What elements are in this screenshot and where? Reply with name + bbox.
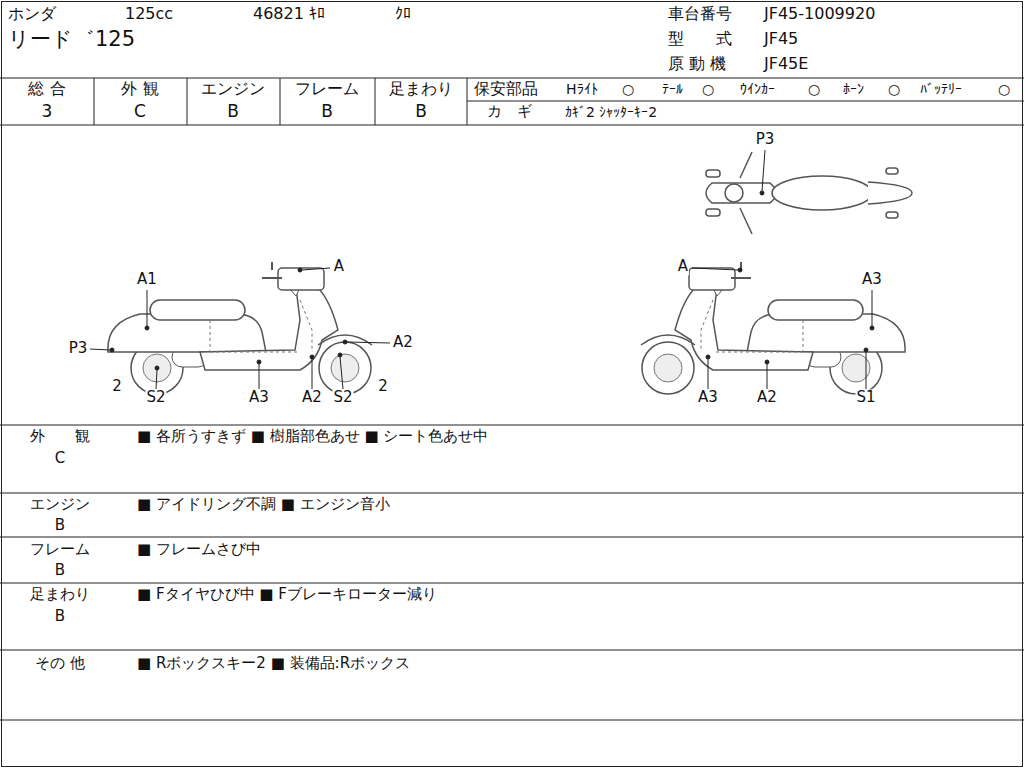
callout-code: A2 — [392, 334, 414, 351]
check-mark: ○ — [998, 81, 1010, 97]
scooter-right-view — [641, 262, 905, 394]
remark-text: ■ 各所うすきず ■ 樹脂部色あせ ■ シート色あせ中 — [137, 428, 488, 445]
grade-value: B — [55, 608, 65, 625]
callout-code: A3 — [248, 389, 270, 406]
key-info: ｶｷﾞ2 ｼｬｯﾀｰｷｰ2 — [565, 104, 657, 120]
field-label: 保安部品 — [474, 80, 538, 98]
leader-lines — [90, 150, 874, 389]
grade-value: C — [55, 450, 65, 467]
safety-part: ｳｲﾝｶｰ — [740, 81, 775, 97]
field-label: 原 動 機 — [668, 55, 726, 73]
section-heading: フレーム — [30, 541, 90, 558]
grade-value: B — [321, 102, 333, 122]
safety-part: Hﾗｲﾄ — [566, 81, 598, 97]
mileage: 46821 ｷﾛ — [253, 5, 325, 23]
grade-value: B — [227, 102, 239, 122]
model-name: リード゛125 — [8, 27, 135, 51]
callout-number: 2 — [111, 378, 123, 395]
check-mark: ○ — [622, 81, 634, 97]
frame-number: JF45-1009920 — [764, 5, 875, 23]
grade-value: 3 — [42, 102, 53, 122]
body-color: ｸﾛ — [395, 5, 411, 23]
section-heading: 外 観 — [30, 428, 90, 445]
callout-number: 2 — [377, 378, 389, 395]
grade-value: B — [415, 102, 427, 122]
safety-part: ﾎｰﾝ — [843, 81, 864, 97]
callout-code: P3 — [755, 131, 776, 148]
grade-value: B — [55, 562, 65, 579]
model-code: JF45 — [764, 30, 798, 48]
callout-code: A3 — [697, 389, 719, 406]
section-heading: 足まわり — [30, 586, 90, 603]
callout-code: S2 — [145, 389, 166, 406]
callout-code: A3 — [861, 271, 883, 288]
displacement: 125cc — [125, 5, 173, 23]
callout-code: A2 — [301, 389, 323, 406]
callout-code: P3 — [68, 340, 89, 357]
field-label: 車台番号 — [668, 5, 732, 23]
safety-part: ﾃｰﾙ — [662, 81, 683, 97]
grade-value: B — [55, 517, 65, 534]
grade-heading: 外 観 — [121, 80, 158, 98]
maker: ホンダ — [8, 5, 56, 23]
section-heading: エンジン — [30, 496, 90, 513]
grade-heading: 足まわり — [389, 80, 453, 98]
check-mark: ○ — [702, 81, 714, 97]
field-label: 型 式 — [668, 30, 732, 48]
scooter-top-view — [706, 152, 912, 234]
scooter-left-view — [108, 262, 372, 394]
grade-heading: エンジン — [201, 80, 265, 98]
remark-text: ■ フレームさび中 — [137, 541, 261, 558]
check-mark: ○ — [888, 81, 900, 97]
safety-part: ﾊﾞｯﾃﾘｰ — [920, 81, 962, 97]
grade-value: C — [134, 102, 146, 122]
callout-code: A — [677, 258, 689, 275]
remark-text: ■ アイドリング不調 ■ エンジン音小 — [137, 496, 390, 513]
check-mark: ○ — [808, 81, 820, 97]
remark-text: ■ Fタイヤひび中 ■ Fブレーキローター減り — [137, 586, 437, 603]
callout-code: S2 — [332, 389, 353, 406]
grade-heading: フレーム — [295, 80, 359, 98]
callout-code: A — [333, 258, 345, 275]
remark-text: ■ Rボックスキー2 ■ 装備品:Rボックス — [137, 655, 410, 672]
engine-code: JF45E — [764, 55, 808, 73]
grade-heading: 総 合 — [28, 80, 65, 98]
section-heading: その 他 — [35, 655, 85, 672]
field-label: カ ギ — [487, 103, 532, 120]
callout-code: S1 — [855, 389, 876, 406]
callout-code: A2 — [756, 389, 778, 406]
callout-code: A1 — [136, 271, 158, 288]
